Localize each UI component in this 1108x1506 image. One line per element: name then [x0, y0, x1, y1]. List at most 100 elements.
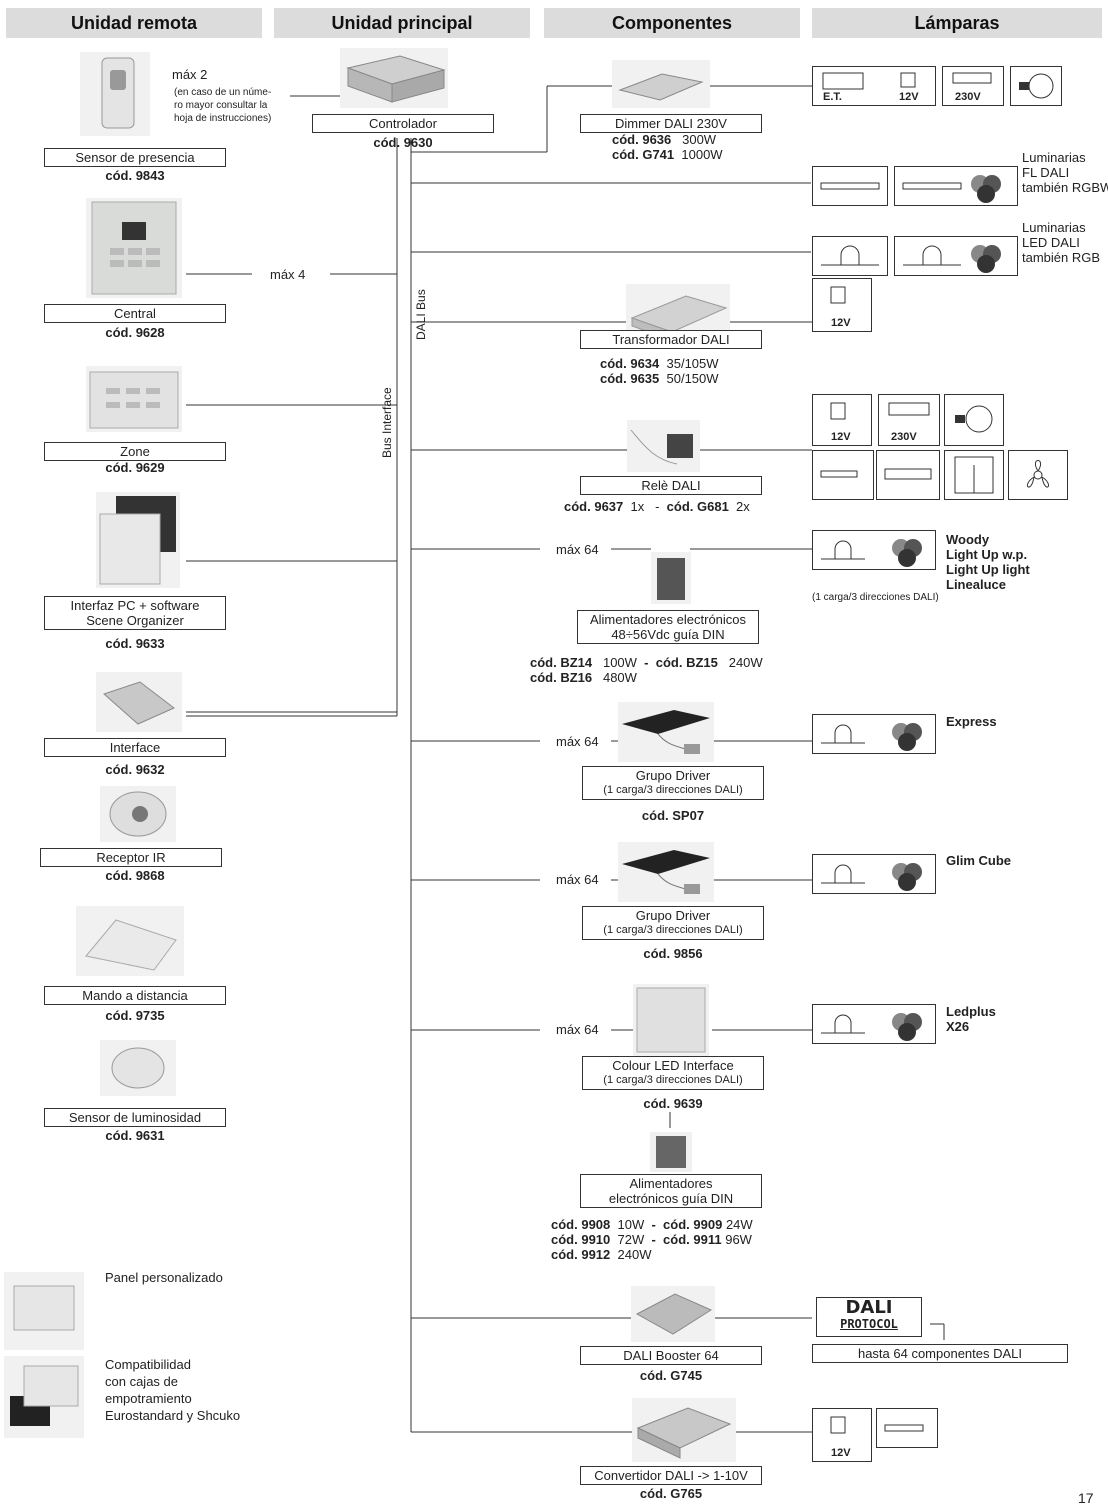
- remote-control-label: Mando a distancia: [44, 986, 226, 1005]
- colour-max: máx 64: [556, 1022, 599, 1037]
- header-remote-unit: Unidad remota: [6, 8, 262, 38]
- converter-lamp-tube-box: [876, 1408, 938, 1448]
- header-main-unit: Unidad principal: [274, 8, 530, 38]
- luminosity-sensor-label: Sensor de luminosidad: [44, 1108, 226, 1127]
- psu-product-2: Light Up light: [946, 562, 1030, 577]
- driver1-name: Grupo Driver: [635, 768, 711, 783]
- psu-load-note: (1 carga/3 direcciones DALI): [812, 592, 939, 603]
- colour-product-0: Ledplus: [946, 1004, 996, 1019]
- custom-panel-text: Panel personalizado: [105, 1270, 223, 1285]
- controller-label: Controlador: [312, 114, 494, 133]
- psu-spec-1: cód. BZ14 100W - cód. BZ15 240W: [530, 655, 763, 670]
- colour-products: Ledplus X26: [946, 1004, 996, 1034]
- booster-code: cód. G745: [639, 1368, 703, 1383]
- lamp-230v-box: 230V: [942, 66, 1004, 106]
- psu-spec-2: cód. BZ16 480W: [530, 670, 637, 685]
- led-text-2: LED DALI: [1022, 235, 1080, 250]
- converter-lamp-12v-box: 12V: [812, 1408, 872, 1462]
- central-label: Central: [44, 304, 226, 323]
- driver1-sub: (1 carga/3 direcciones DALI): [603, 784, 743, 796]
- psu-value-1: 100W: [602, 655, 637, 670]
- relay-code-2: cód. G681: [666, 499, 729, 514]
- pc-interface-code: cód. 9633: [105, 636, 165, 651]
- din-spec-2: cód. 9910 72W - cód. 9911 96W: [551, 1232, 752, 1247]
- converter-image: [632, 1398, 736, 1462]
- colour-product-1: X26: [946, 1019, 970, 1034]
- pc-interface-label-1: Interfaz PC + software: [70, 598, 200, 613]
- psu-code-3: cód. BZ16: [530, 670, 593, 685]
- dimmer-value-2: 1000W: [681, 147, 723, 162]
- lamp-12v-caption: 12V: [899, 91, 919, 103]
- relay-separator: -: [655, 499, 660, 514]
- dali-protocol-text: PROTOCOL: [840, 1317, 898, 1331]
- psu-products: Woody Light Up w.p. Light Up light Linea…: [946, 532, 1030, 592]
- fl-tube-rgb-box: [894, 166, 1018, 206]
- psu-value-3: 480W: [602, 670, 637, 685]
- ir-receiver-image: [100, 786, 176, 842]
- din-code-2: cód. 9909: [663, 1217, 723, 1232]
- controller-code: cód. 9630: [373, 135, 433, 150]
- transformer-value-1: 35/105W: [666, 356, 719, 371]
- presence-note-1: (en caso de un núme-: [174, 87, 272, 98]
- zone-image: [86, 366, 182, 432]
- psu-value-2: 240W: [728, 655, 763, 670]
- psu-product-3: Linealuce: [946, 577, 1006, 592]
- relay-spec: cód. 9637 1x - cód. G681 2x: [564, 499, 750, 514]
- transformer-value-2: 50/150W: [666, 371, 719, 386]
- psu-label-1: Alimentadores electrónicos: [589, 612, 747, 627]
- colour-interface-label: Colour LED Interface (1 carga/3 direccio…: [582, 1056, 764, 1090]
- ir-receiver-code: cód. 9868: [105, 868, 165, 883]
- zone-label: Zone: [44, 442, 226, 461]
- transformer-label: Transformador DALI: [580, 330, 762, 349]
- relay-value-1: 1x: [630, 499, 645, 514]
- compat-text-1: Compatibilidad: [105, 1357, 191, 1372]
- transformer-code-1: cód. 9634: [600, 356, 660, 371]
- led-text: Luminarias LED DALI también RGB: [1022, 220, 1100, 265]
- compat-text-3: empotramiento: [105, 1391, 192, 1406]
- custom-panel-image: [4, 1272, 84, 1350]
- compat-text-4: Eurostandard y Shcuko: [105, 1408, 241, 1423]
- relay-shutter-box: [944, 450, 1004, 500]
- din-code-5: cód. 9912: [551, 1247, 611, 1262]
- psu-product-1: Light Up w.p.: [946, 547, 1028, 562]
- driver1-label: Grupo Driver (1 carga/3 direcciones DALI…: [582, 766, 764, 800]
- din-psu-label-2: electrónicos guía DIN: [608, 1191, 734, 1206]
- led-box: [812, 236, 888, 276]
- compat-image: [4, 1356, 84, 1438]
- dimmer-image: [612, 60, 710, 108]
- din-value-4: 96W: [725, 1232, 752, 1247]
- converter-lamp-12v-caption: 12V: [831, 1447, 851, 1459]
- luminosity-sensor-code: cód. 9631: [105, 1128, 165, 1143]
- relay-lamp-cfl-box: [876, 450, 940, 500]
- header-components: Componentes: [544, 8, 800, 38]
- relay-label: Relè DALI: [580, 476, 762, 495]
- pc-interface-image: [96, 492, 180, 588]
- presence-note-3: hoja de instrucciones): [174, 113, 272, 124]
- relay-lamp-230v-box: 230V: [878, 394, 940, 446]
- presence-sensor-code: cód. 9843: [105, 168, 165, 183]
- bus-interface-label: Bus Interface: [380, 387, 394, 458]
- interface-label: Interface: [44, 738, 226, 757]
- psu-code-2: cód. BZ15: [655, 655, 718, 670]
- fl-text-1: Luminarias: [1022, 150, 1086, 165]
- driver2-label: Grupo Driver (1 carga/3 direcciones DALI…: [582, 906, 764, 940]
- relay-code-1: cód. 9637: [564, 499, 624, 514]
- compat-text: Compatibilidad con cajas de empotramient…: [105, 1356, 240, 1424]
- transformer-lamp-box: 12V: [812, 278, 872, 332]
- dimmer-code-2: cód. G741: [612, 147, 675, 162]
- led-rgb-box: [894, 236, 1018, 276]
- presence-note-2: ro mayor consultar la: [174, 100, 268, 111]
- driver2-lamp-box: [812, 854, 936, 894]
- colour-interface-image: [633, 984, 709, 1056]
- fl-text: Luminarias FL DALI también RGBW: [1022, 150, 1108, 195]
- colour-interface-name: Colour LED Interface: [612, 1058, 734, 1073]
- pc-interface-label: Interfaz PC + software Scene Organizer: [44, 596, 226, 630]
- din-value-3: 72W: [617, 1232, 645, 1247]
- driver1-max: máx 64: [556, 734, 599, 749]
- din-psu-label: Alimentadores electrónicos guía DIN: [580, 1174, 762, 1208]
- relay-lamp-12v-caption: 12V: [831, 431, 851, 443]
- booster-label: DALI Booster 64: [580, 1346, 762, 1365]
- transformer-spec-2: cód. 9635 50/150W: [600, 371, 719, 386]
- dali-logo-text: DALI: [845, 1297, 893, 1318]
- dali-protocol-logo: DALI PROTOCOL: [816, 1297, 922, 1337]
